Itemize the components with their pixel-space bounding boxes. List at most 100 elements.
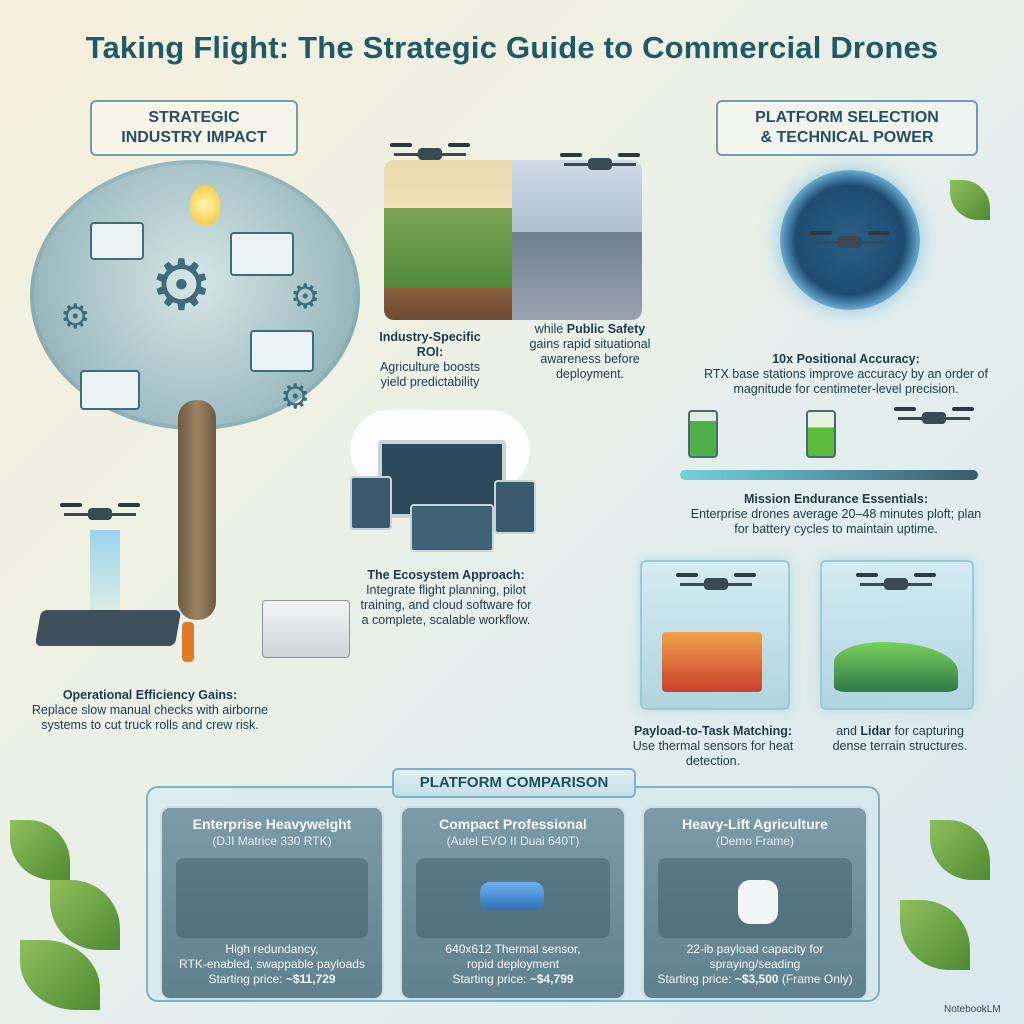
battery-charging-icon: [806, 410, 836, 458]
battery-full-icon: [688, 410, 718, 458]
accuracy-caption: 10x Positional Accuracy: RTX base statio…: [696, 352, 996, 397]
accuracy-text: RTX base stations improve accuracy by an…: [704, 367, 988, 396]
roi-caption-right: while Public Safety gains rapid situatio…: [520, 322, 660, 382]
worker-icon: [182, 622, 194, 662]
payload-title: Payload-to-Task Matching:: [633, 724, 793, 738]
comparison-card-enterprise: Enterprise Heavyweight (DJI Matrice 330 …: [160, 806, 384, 1000]
card-desc-line: High redundancy,: [225, 942, 319, 956]
comparison-heading: PLATFORM COMPARISON: [392, 768, 636, 798]
leaf-decoration: [50, 880, 120, 950]
accuracy-title: 10x Positional Accuracy:: [772, 352, 920, 366]
line-chart-panel-icon: [80, 370, 140, 410]
section-label-line: & TECHNICAL POWER: [760, 129, 934, 146]
card-price: Starting price: ~$3,500 (Frame Only): [652, 972, 858, 987]
gear-icon: ⚙: [290, 278, 321, 316]
card-desc-line: 22-ib payload capacity for: [686, 942, 824, 956]
lightbulb-icon: [190, 185, 220, 225]
comparison-card-agriculture: Heavy-Lift Agriculture (Demo Frame) 22-i…: [642, 806, 868, 1000]
card-description: High redundancy, RTK-enabled, swappable …: [170, 942, 374, 987]
card-price: Starting price: ~$4,799: [410, 972, 616, 987]
card-model: (Demo Frame): [715, 834, 794, 848]
drone-icon: [560, 150, 640, 176]
section-label-line: INDUSTRY IMPACT: [121, 129, 267, 146]
section-label-industry-impact: STRATEGIC INDUSTRY IMPACT: [90, 100, 298, 156]
public-safety-scene: [512, 160, 642, 320]
endurance-title: Mission Endurance Essentials:: [743, 492, 929, 506]
efficiency-caption: Operational Efficiency Gains: Replace sl…: [30, 688, 270, 733]
payload-text: Use thermal sensors for heat detection.: [632, 739, 794, 768]
roi-right-bold: Public Safety: [566, 322, 646, 336]
gear-icon: ⚙: [150, 246, 213, 324]
comparison-card-compact: Compact Professional (Autel EVO II Duai …: [400, 806, 626, 1000]
price-label: Starting price:: [657, 972, 732, 986]
card-model: (DJI Matrice 330 RTK): [212, 834, 332, 848]
drone-icon: [60, 500, 140, 526]
agriculture-drone-icon: [658, 858, 852, 938]
heavyweight-drone-icon: [176, 858, 368, 938]
payload-caption-right: and Lidar for capturing dense terrain st…: [820, 724, 980, 754]
price-label: Starting price:: [208, 972, 283, 986]
drone-icon: [856, 570, 936, 596]
card-desc-line: RTK-enabled, swappable payloads: [179, 957, 365, 971]
card-description: 640x612 Thermal sensor, ropid deployment…: [410, 942, 616, 987]
roi-left-text: Agriculture boosts yield predictability: [379, 360, 481, 389]
tablet-icon: [350, 476, 392, 530]
card-desc-line: ropid deployment: [466, 957, 560, 971]
card-desc-line: spraying/seading: [709, 957, 801, 971]
price-note: (Frame Only): [781, 972, 853, 986]
leaf-decoration: [950, 180, 990, 220]
drone-icon: [676, 570, 756, 596]
card-name: Heavy-Lift Agriculture: [682, 816, 828, 832]
tablet-icon: [494, 480, 536, 534]
gear-icon: ⚙: [60, 298, 91, 336]
leaf-decoration: [900, 900, 970, 970]
page-title: Taking Flight: The Strategic Guide to Co…: [85, 30, 939, 65]
price-label: Starting price:: [452, 972, 527, 986]
section-label-line: PLATFORM SELECTION: [755, 109, 939, 126]
card-model: (Autel EVO II Duai 640T): [446, 834, 580, 848]
efficiency-title: Operational Efficiency Gains:: [62, 688, 238, 702]
roi-right-text: gains rapid situational awareness before…: [529, 337, 651, 381]
payload-right-prefix: and: [836, 724, 857, 738]
ecosystem-title: The Ecosystem Approach:: [367, 568, 525, 582]
efficiency-text: Replace slow manual checks with airborne…: [31, 703, 269, 732]
leaf-decoration: [930, 820, 990, 880]
gear-icon: ⚙: [280, 378, 311, 416]
dashboard-panel-icon: [90, 222, 144, 260]
roi-right-prefix: while: [534, 322, 564, 336]
card-name: Compact Professional: [439, 816, 587, 832]
chart-panel-icon: [230, 232, 294, 276]
section-label-line: STRATEGIC: [148, 109, 240, 126]
payload-caption-left: Payload-to-Task Matching: Use thermal se…: [628, 724, 798, 769]
section-label-platform-selection: PLATFORM SELECTION & TECHNICAL POWER: [716, 100, 978, 156]
card-name: Enterprise Heavyweight: [192, 816, 352, 832]
endurance-caption: Mission Endurance Essentials: Enterprise…: [686, 492, 986, 537]
laptop-icon: [410, 504, 494, 552]
agriculture-scene: [384, 160, 512, 320]
leaf-decoration: [20, 940, 100, 1010]
landing-pad: [34, 610, 182, 646]
truck-icon: [262, 600, 350, 658]
roi-caption-left: Industry-Specific ROI: Agriculture boost…: [370, 330, 490, 390]
compact-drone-icon: [416, 858, 610, 938]
roi-title: Industry-Specific ROI:: [379, 330, 481, 359]
drone-icon: [894, 404, 974, 430]
price-value: ~$4,799: [529, 972, 574, 986]
price-value: ~$3,500: [734, 972, 779, 986]
ecosystem-text: Integrate flight planning, pilot trainin…: [360, 583, 532, 627]
card-description: 22-ib payload capacity for spraying/sead…: [652, 942, 858, 987]
brand-watermark: NotebookLM: [944, 1004, 1001, 1015]
tree-trunk: [178, 400, 216, 620]
leaf-decoration: [10, 820, 70, 880]
drone-icon: [390, 140, 470, 166]
ecosystem-caption: The Ecosystem Approach: Integrate flight…: [356, 568, 536, 628]
scan-beam: [90, 530, 120, 620]
thermal-building-icon: [662, 632, 762, 692]
drone-icon: [810, 228, 890, 254]
payload-right-bold: Lidar: [860, 724, 891, 738]
chart-panel-icon: [250, 330, 314, 372]
card-desc-line: 640x612 Thermal sensor,: [445, 942, 581, 956]
price-value: ~$11,729: [285, 972, 336, 986]
endurance-text: Enterprise drones average 20–48 minutes …: [690, 507, 982, 536]
payload-right-text: for capturing dense terrain structures.: [832, 724, 968, 753]
